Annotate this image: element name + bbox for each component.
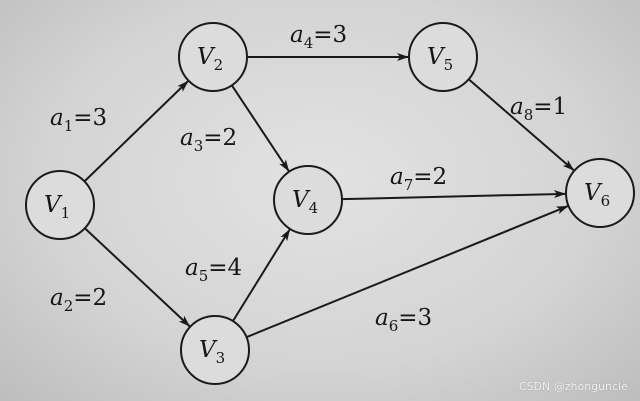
node-v2: V2	[178, 22, 248, 92]
edge-v1-v3	[84, 227, 191, 328]
edge-label-a5: a5=4	[185, 255, 242, 285]
node-label-v5: V5	[427, 44, 453, 74]
node-v4: V4	[273, 165, 343, 235]
node-v6: V6	[565, 158, 635, 228]
edge-v1-v2	[83, 79, 190, 183]
node-label-v6: V6	[584, 180, 610, 210]
node-v1: V1	[25, 170, 95, 240]
node-label-v3: V3	[199, 337, 225, 367]
edge-label-a1: a1=3	[50, 105, 107, 135]
edge-label-a8: a8=1	[510, 94, 567, 124]
edge-v4-v6	[341, 190, 567, 201]
node-label-v1: V1	[44, 192, 70, 222]
edge-v3-v4	[232, 228, 291, 322]
edge-label-a7: a7=2	[390, 164, 447, 194]
node-v3: V3	[180, 315, 250, 385]
edge-v5-v6	[468, 78, 575, 172]
node-label-v4: V4	[292, 187, 318, 217]
watermark: CSDN @zhonguncle	[518, 380, 628, 393]
edge-label-a6: a6=3	[375, 305, 432, 335]
edge-v2-v4	[230, 84, 291, 173]
node-v5: V5	[408, 22, 478, 92]
edge-v3-v6	[246, 204, 569, 339]
edge-label-a4: a4=3	[290, 22, 347, 52]
edge-label-a3: a3=2	[180, 125, 237, 155]
node-label-v2: V2	[197, 44, 223, 74]
edge-label-a2: a2=2	[50, 285, 107, 315]
